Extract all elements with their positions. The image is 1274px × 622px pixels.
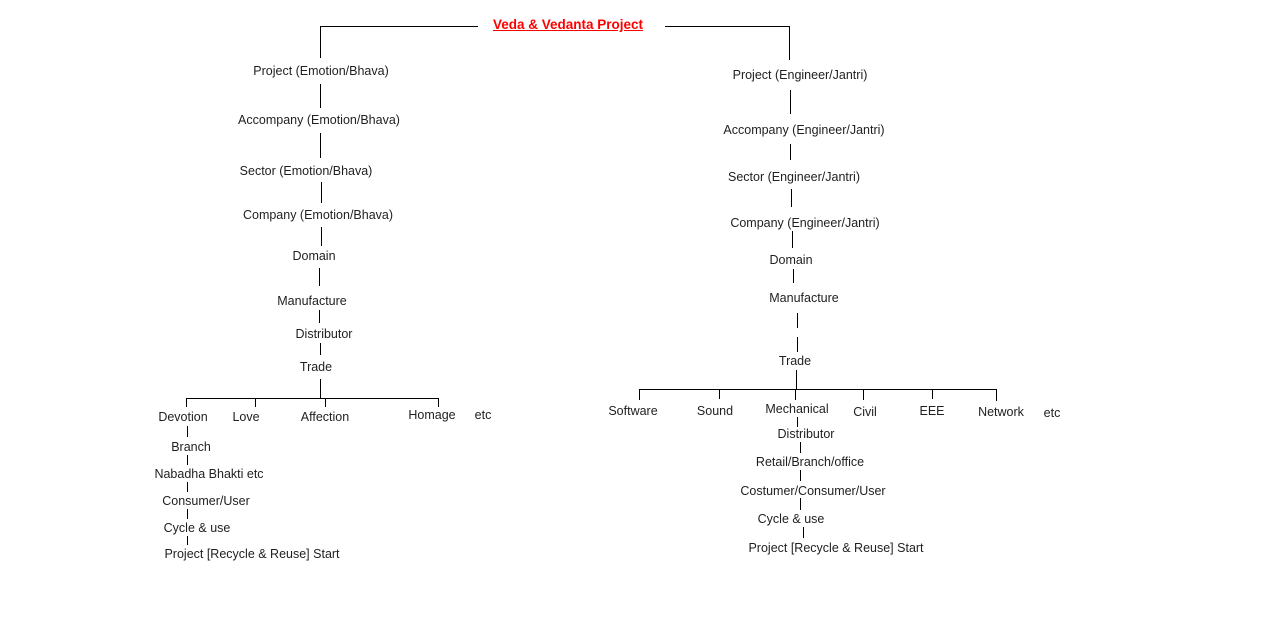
- left-subchain-connector: [187, 509, 188, 519]
- left-node-domain: Domain: [292, 249, 336, 263]
- left-node-manufacture: Manufacture: [277, 294, 347, 308]
- right-branch-tick: [795, 389, 796, 400]
- right-sub-costumer: Costumer/Consumer/User: [740, 484, 886, 498]
- left-chain-connector: [321, 182, 322, 203]
- title-connector-left-vertical: [320, 26, 321, 58]
- left-chain-connector: [319, 268, 320, 286]
- right-branch-eee: EEE: [919, 404, 945, 418]
- right-chain-connector: [797, 337, 798, 352]
- title-connector-right-vertical: [789, 26, 790, 60]
- right-sub-cycle-use: Cycle & use: [757, 512, 825, 526]
- left-branch-tick: [325, 398, 326, 407]
- left-sub-branch: Branch: [171, 440, 211, 454]
- left-branch-tick: [255, 398, 256, 407]
- right-node-manufacture: Manufacture: [769, 291, 839, 305]
- left-branch-tick: [186, 398, 187, 407]
- left-node-trade: Trade: [299, 360, 333, 374]
- right-chain-connector: [790, 90, 791, 114]
- left-node-accompany: Accompany (Emotion/Bhava): [238, 113, 400, 127]
- left-sub-nabadha: Nabadha Bhakti etc: [154, 467, 264, 481]
- left-chain-connector: [320, 133, 321, 158]
- right-branch-etc: etc: [1043, 406, 1061, 420]
- right-branch-software: Software: [608, 404, 658, 418]
- right-chain-connector: [790, 144, 791, 160]
- right-sub-distributor: Distributor: [777, 427, 835, 441]
- right-branch-civil: Civil: [853, 405, 877, 419]
- right-subchain-connector: [800, 442, 801, 453]
- left-sub-cycle-use: Cycle & use: [163, 521, 231, 535]
- right-sub-project-start: Project [Recycle & Reuse] Start: [748, 541, 924, 555]
- left-node-project: Project (Emotion/Bhava): [253, 64, 389, 78]
- right-subchain-connector: [797, 417, 798, 427]
- right-branch-mechanical: Mechanical: [765, 402, 829, 416]
- right-node-project: Project (Engineer/Jantri): [732, 68, 868, 82]
- left-chain-connector: [320, 343, 321, 355]
- right-branch-tick: [639, 389, 640, 400]
- right-chain-connector: [791, 189, 792, 207]
- right-chain-connector: [792, 231, 793, 248]
- right-subchain-connector: [800, 470, 801, 481]
- right-branch-tick: [996, 389, 997, 401]
- left-branch-affection: Affection: [300, 410, 350, 424]
- left-chain-connector: [319, 310, 320, 323]
- left-branch-homage: Homage: [408, 408, 456, 422]
- right-sub-retail-branch: Retail/Branch/office: [755, 455, 865, 469]
- right-branch-sound: Sound: [696, 404, 734, 418]
- title-connector-left-horizontal: [320, 26, 478, 27]
- right-subchain-connector: [803, 527, 804, 538]
- left-node-distributor: Distributor: [295, 327, 353, 341]
- left-chain-connector: [320, 84, 321, 108]
- left-subchain-connector: [187, 536, 188, 545]
- right-branch-network: Network: [978, 405, 1024, 419]
- left-node-sector: Sector (Emotion/Bhava): [239, 164, 373, 178]
- left-subchain-connector: [187, 482, 188, 492]
- right-node-accompany: Accompany (Engineer/Jantri): [723, 123, 885, 137]
- right-chain-connector: [796, 370, 797, 389]
- left-subchain-connector: [187, 426, 188, 437]
- page-title: Veda & Vedanta Project: [492, 17, 644, 32]
- left-chain-connector: [321, 227, 322, 246]
- right-subchain-connector: [800, 498, 801, 510]
- right-node-sector: Sector (Engineer/Jantri): [727, 170, 861, 184]
- left-branch-tick: [438, 398, 439, 407]
- left-sub-project-start: Project [Recycle & Reuse] Start: [164, 547, 340, 561]
- right-chain-connector: [793, 269, 794, 283]
- left-branch-etc: etc: [474, 408, 492, 422]
- right-branch-tick: [863, 389, 864, 400]
- right-branch-tick: [719, 389, 720, 399]
- right-node-company: Company (Engineer/Jantri): [730, 216, 880, 230]
- left-node-company: Company (Emotion/Bhava): [242, 208, 394, 222]
- left-branch-love: Love: [232, 410, 260, 424]
- title-connector-right-horizontal: [665, 26, 790, 27]
- left-branch-devotion: Devotion: [158, 410, 208, 424]
- left-branch-rail: [186, 398, 439, 399]
- right-branch-tick: [932, 389, 933, 399]
- left-sub-consumer-user: Consumer/User: [162, 494, 250, 508]
- right-branch-rail: [639, 389, 997, 390]
- right-node-trade: Trade: [778, 354, 812, 368]
- right-node-domain: Domain: [769, 253, 813, 267]
- right-chain-connector: [797, 313, 798, 328]
- left-subchain-connector: [187, 455, 188, 465]
- left-chain-connector: [320, 379, 321, 398]
